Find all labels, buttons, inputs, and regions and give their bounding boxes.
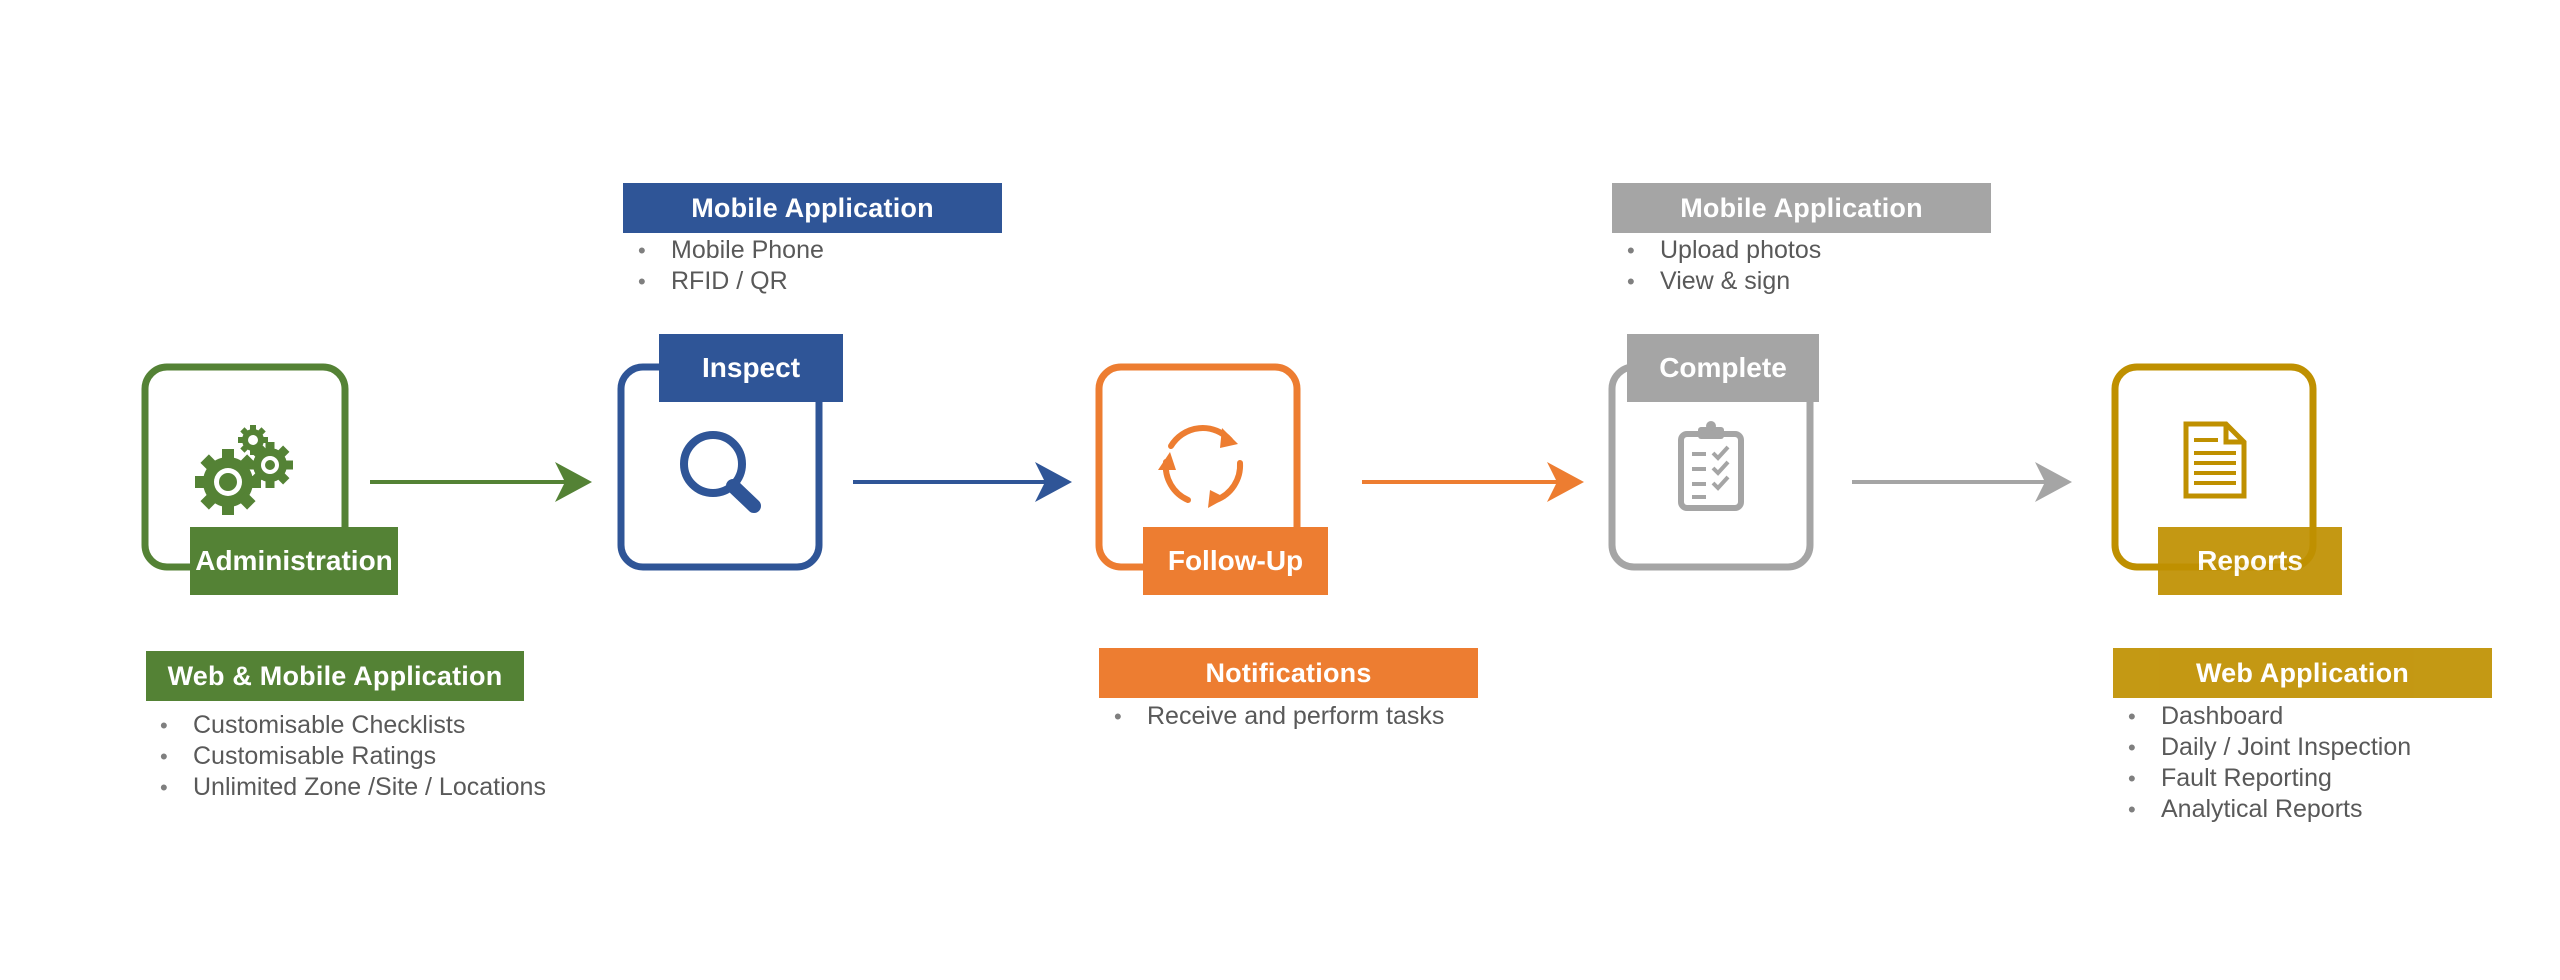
list-item: Customisable Checklists <box>160 710 546 741</box>
arrow-1-to-2 <box>370 462 592 502</box>
step-label-administration: Administration <box>190 527 398 595</box>
info-title-followup: Notifications <box>1099 648 1478 698</box>
step-label-followup: Follow-Up <box>1143 527 1328 595</box>
list-item: View & sign <box>1627 266 1821 297</box>
list-item: Fault Reporting <box>2128 763 2411 794</box>
list-item: Dashboard <box>2128 701 2411 732</box>
step-label-complete: Complete <box>1627 334 1819 402</box>
info-title-inspect: Mobile Application <box>623 183 1002 233</box>
info-list-complete: Upload photos View & sign <box>1627 235 1821 297</box>
clipboard-checklist-icon <box>1678 421 1744 511</box>
info-title-complete: Mobile Application <box>1612 183 1991 233</box>
info-list-followup: Receive and perform tasks <box>1114 701 1444 732</box>
arrow-4-to-5 <box>1852 462 2072 502</box>
list-item: Daily / Joint Inspection <box>2128 732 2411 763</box>
list-item: Mobile Phone <box>638 235 824 266</box>
gears-icon <box>195 425 293 515</box>
step-label-reports: Reports <box>2158 527 2342 595</box>
document-icon <box>2183 421 2247 499</box>
list-item: Analytical Reports <box>2128 794 2411 825</box>
magnifier-icon <box>680 431 761 513</box>
info-title-reports: Web Application <box>2113 648 2492 698</box>
info-list-inspect: Mobile Phone RFID / QR <box>638 235 824 297</box>
list-item: Unlimited Zone /Site / Locations <box>160 772 546 803</box>
list-item: Receive and perform tasks <box>1114 701 1444 732</box>
list-item: Upload photos <box>1627 235 1821 266</box>
list-item: Customisable Ratings <box>160 741 546 772</box>
list-item: RFID / QR <box>638 266 824 297</box>
info-title-administration: Web & Mobile Application <box>146 651 524 701</box>
info-list-administration: Customisable Checklists Customisable Rat… <box>160 710 546 803</box>
info-list-reports: Dashboard Daily / Joint Inspection Fault… <box>2128 701 2411 825</box>
arrow-3-to-4 <box>1362 462 1584 502</box>
step-label-inspect: Inspect <box>659 334 843 402</box>
arrow-2-to-3 <box>853 462 1072 502</box>
refresh-cycle-icon <box>1158 425 1244 508</box>
